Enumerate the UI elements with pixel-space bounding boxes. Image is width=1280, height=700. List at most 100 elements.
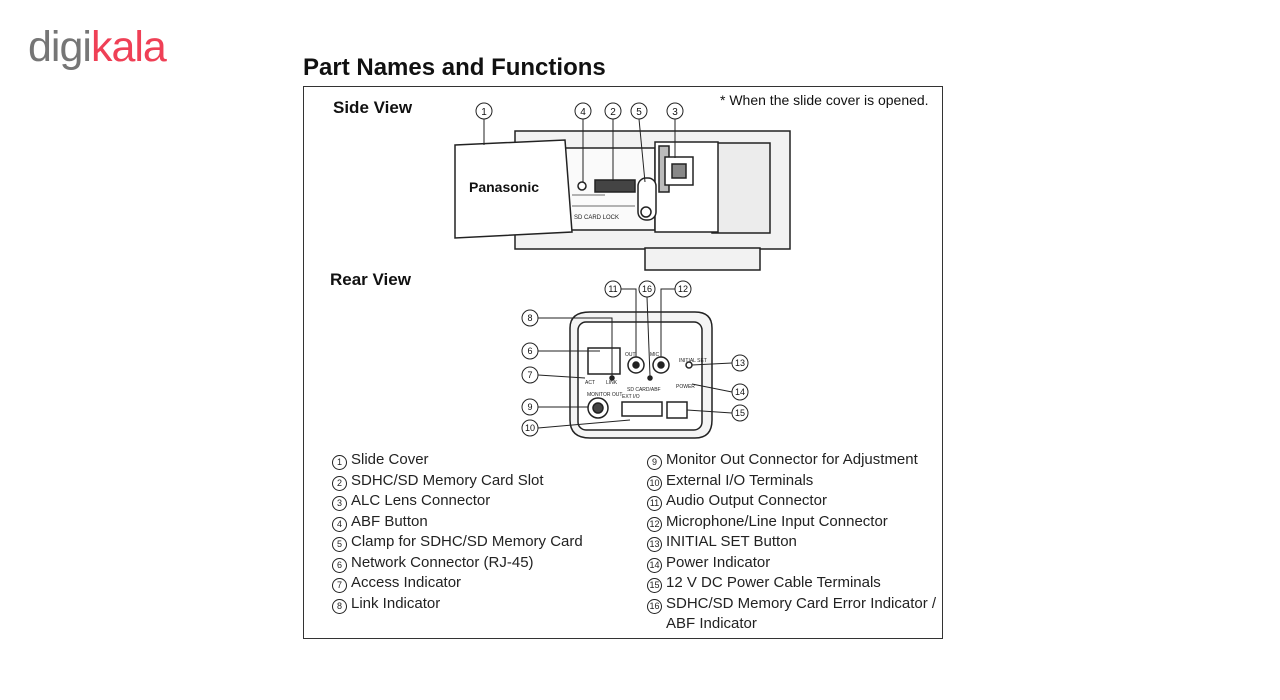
svg-text:3: 3: [672, 107, 678, 118]
side-view-heading: Side View: [333, 98, 413, 117]
legend-text: ALC Lens Connector: [351, 492, 491, 509]
legend-text: SDHC/SD Memory Card Slot: [351, 471, 544, 489]
diagram-frame: [303, 86, 943, 639]
side-callouts: 1 4 2 5 3: [475, 102, 684, 120]
callout-5: 5: [630, 102, 648, 120]
svg-text:8: 8: [527, 313, 532, 323]
svg-text:MIC: MIC: [650, 352, 660, 358]
callout-10: 10: [521, 419, 539, 437]
svg-text:14: 14: [735, 387, 745, 397]
legend-number: 13: [647, 537, 662, 552]
svg-text:1: 1: [481, 107, 487, 118]
svg-text:9: 9: [527, 402, 532, 412]
legend-text: Audio Output Connector: [666, 492, 827, 509]
callout-1: 1: [475, 102, 493, 120]
legend-item: 13 INITIAL SET Button: [647, 532, 936, 553]
legend-item: 5 Clamp for SDHC/SD Memory Card: [332, 532, 583, 553]
sd-lock-label: SD CARD LOCK: [574, 215, 619, 221]
rear-view-camera: [569, 311, 713, 439]
legend-number: 5: [332, 537, 347, 552]
legend-number: 1: [332, 455, 347, 470]
camera-brand-label: Panasonic: [469, 179, 539, 195]
legend-text: Monitor Out Connector for Adjustment: [666, 451, 918, 468]
callout-16: 16: [638, 280, 656, 298]
legend-number: 8: [332, 598, 347, 614]
callout-7: 7: [521, 366, 539, 384]
callout-12: 12: [674, 280, 692, 298]
legend-item: 15 12 V DC Power Cable Terminals: [647, 573, 936, 594]
legend-text: 12 V DC Power Cable Terminals: [666, 574, 881, 591]
legend-text: Power Indicator: [666, 553, 771, 571]
svg-text:SD CARD/ABF: SD CARD/ABF: [627, 387, 661, 393]
rear-view-heading: Rear View: [330, 270, 411, 289]
svg-text:POWER: POWER: [676, 384, 695, 390]
svg-text:11: 11: [608, 284, 617, 294]
legend-number: 4: [332, 516, 347, 532]
svg-text:13: 13: [735, 358, 745, 368]
callout-11: 11: [604, 280, 622, 298]
svg-text:16: 16: [642, 284, 652, 294]
legend-number: 14: [647, 557, 662, 573]
page-title: Part Names and Functions: [303, 54, 606, 81]
svg-text:LINK: LINK: [606, 380, 618, 386]
legend-text: Clamp for SDHC/SD Memory Card: [351, 533, 583, 550]
callout-3: 3: [666, 102, 684, 120]
legend-text: Microphone/Line Input Connector: [666, 512, 888, 530]
legend-number: 16: [647, 598, 662, 614]
legend-text: External I/O Terminals: [666, 471, 814, 489]
side-view-camera: [454, 130, 791, 271]
rear-small-labels: SD CARD/ABF POWER MONITOR OUT EXT I/O AC…: [585, 352, 707, 400]
svg-text:OUT: OUT: [625, 352, 636, 358]
legend-text: ABF Button: [351, 512, 428, 530]
logo-part-b: kala: [90, 23, 167, 71]
legend-number: 6: [332, 557, 347, 573]
legend-number: 10: [647, 475, 662, 491]
legend-item: 3 ALC Lens Connector: [332, 491, 583, 512]
callout-4: 4: [574, 102, 592, 120]
svg-text:INITIAL SET: INITIAL SET: [679, 358, 707, 364]
svg-text:5: 5: [636, 107, 642, 118]
legend-text: INITIAL SET Button: [666, 533, 797, 550]
legend-text: SDHC/SD Memory Card Error Indicator /: [666, 594, 937, 612]
side-view-note: * When the slide cover is opened.: [720, 92, 929, 108]
legend-number: 7: [332, 578, 347, 593]
legend-number: 3: [332, 496, 347, 511]
svg-text:6: 6: [527, 346, 532, 356]
callout-13: 13: [731, 354, 749, 372]
callout-6: 6: [521, 342, 539, 360]
callout-8: 8: [521, 309, 539, 327]
legend-text: Network Connector (RJ-45): [351, 553, 534, 571]
rear-callouts: 11 16 12 8 6 7 9 10 13 14 15: [521, 280, 749, 437]
logo-part-a: digi: [28, 23, 92, 71]
legend-number: 9: [647, 455, 662, 470]
callout-2: 2: [604, 102, 622, 120]
svg-text:2: 2: [610, 107, 616, 118]
svg-text:EXT I/O: EXT I/O: [622, 394, 640, 400]
legend-number: 2: [332, 475, 347, 491]
legend-number: 15: [647, 578, 662, 593]
legend-item: 7 Access Indicator: [332, 573, 583, 594]
callout-9: 9: [521, 398, 539, 416]
legend-item: 1 Slide Cover: [332, 450, 583, 471]
svg-text:10: 10: [525, 423, 535, 433]
svg-text:12: 12: [678, 284, 688, 294]
legend-text: Slide Cover: [351, 451, 429, 468]
svg-text:15: 15: [735, 408, 745, 418]
legend-text: Access Indicator: [351, 574, 462, 591]
legend-item: 9 Monitor Out Connector for Adjustment: [647, 450, 936, 471]
callout-15: 15: [731, 404, 749, 422]
legend-number: 12: [647, 516, 662, 532]
svg-text:7: 7: [527, 370, 532, 380]
svg-text:MONITOR OUT: MONITOR OUT: [587, 392, 622, 398]
digikala-logo[interactable]: digikala: [28, 23, 167, 71]
